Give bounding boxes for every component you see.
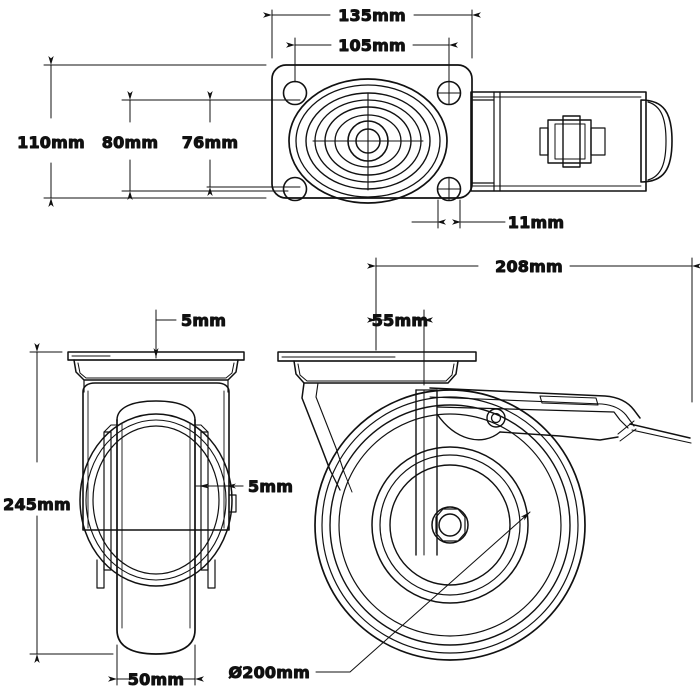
side-view-top-plate	[277, 351, 477, 362]
front-view-dimensions: 5mm 5mm 245mm 50mm	[3, 309, 293, 690]
dim-50mm-label: 50mm	[128, 670, 184, 689]
dim-80mm: 80mm	[101, 91, 289, 200]
dim-55mm-label: 55mm	[372, 311, 428, 330]
top-view-brake-assembly	[470, 91, 673, 192]
side-view-wheel	[314, 389, 586, 661]
front-view-top-plate	[67, 351, 245, 361]
dim-208mm-label: 208mm	[495, 257, 563, 276]
dim-105mm-label: 105mm	[338, 36, 406, 55]
dim-208mm: 208mm	[367, 257, 700, 403]
front-view-fork	[82, 382, 230, 531]
dim-135mm: 135mm	[263, 6, 481, 59]
dim-5mm-plate-label: 5mm	[181, 311, 226, 330]
dim-245mm: 245mm	[3, 343, 114, 663]
dim-5mm-tread-label: 5mm	[248, 477, 293, 496]
top-view-dimensions: 135mm 105mm 110mm 80mm	[17, 6, 565, 233]
dim-5mm-plate: 5mm	[153, 309, 226, 359]
dim-245mm-label: 245mm	[3, 495, 71, 514]
dim-11mm: 11mm	[411, 199, 565, 233]
side-view	[277, 351, 692, 661]
front-view-hub-detail	[96, 424, 237, 589]
side-view-brake-arm	[429, 387, 692, 444]
front-view-tread	[116, 400, 196, 655]
front-view	[67, 351, 245, 655]
dim-135mm-label: 135mm	[338, 6, 406, 25]
side-view-dimensions: 208mm 55mm Ø200mm	[228, 257, 700, 683]
dim-80mm-label: 80mm	[102, 133, 158, 152]
dim-5mm-tread: 5mm	[195, 477, 293, 497]
top-view-mounting-plate	[271, 64, 495, 204]
dim-11mm-label: 11mm	[508, 213, 564, 232]
dim-76mm: 76mm	[181, 91, 301, 196]
top-view	[271, 64, 673, 204]
dim-76mm-label: 76mm	[182, 133, 238, 152]
dim-110mm-label: 110mm	[17, 133, 85, 152]
front-view-swivel-head	[73, 359, 239, 393]
dim-diameter-200mm: Ø200mm	[228, 511, 531, 683]
dim-110mm: 110mm	[17, 56, 267, 207]
dim-diameter-200mm-label: Ø200mm	[228, 663, 310, 682]
dim-105mm: 105mm	[286, 36, 458, 83]
side-view-swivel-head	[293, 360, 459, 384]
dim-50mm: 50mm	[108, 644, 204, 690]
dim-55mm: 55mm	[367, 309, 433, 386]
front-view-wheel	[79, 413, 233, 587]
